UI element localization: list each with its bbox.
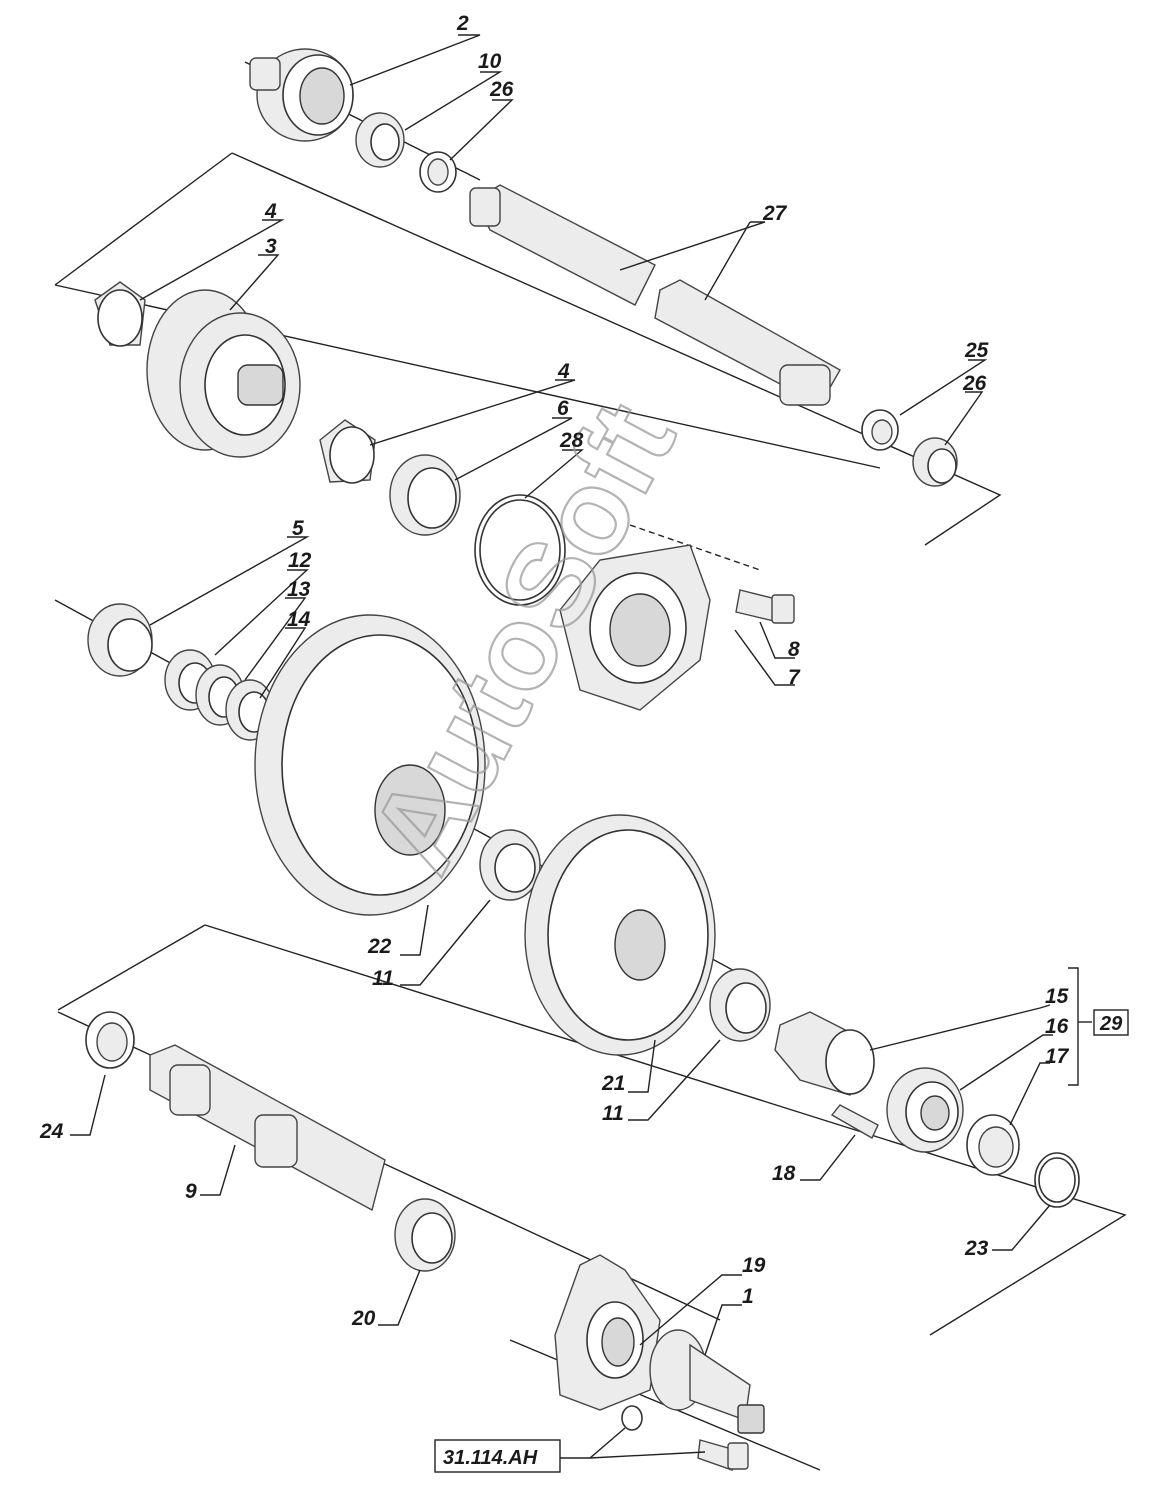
reference-external-text: 31.114.AH: [443, 1447, 538, 1469]
label-1: 1: [742, 1285, 754, 1308]
part-1-shaft-stub: [649, 1329, 765, 1434]
part-10-washer: [355, 112, 405, 168]
label-18: 18: [772, 1162, 796, 1185]
label-3: 3: [265, 235, 277, 258]
part-6-bush: [389, 454, 461, 536]
label-10: 10: [478, 50, 502, 73]
label-8: 8: [788, 638, 800, 661]
part-4-bevel-gear-center: [319, 419, 376, 484]
group-bracket-29: [1068, 967, 1092, 1086]
label-23: 23: [964, 1237, 989, 1260]
label-22: 22: [367, 935, 392, 958]
part-28-oring: [474, 494, 566, 606]
label-4b: 4: [557, 360, 570, 383]
hardware-bolt: [697, 1439, 749, 1471]
hardware-washer: [621, 1405, 643, 1431]
part-19-housing: [554, 1254, 661, 1411]
part-18-pin: [830, 1104, 879, 1139]
part-22-large-gear: [254, 614, 486, 916]
label-6: 6: [557, 397, 569, 420]
label-11b: 11: [602, 1102, 624, 1125]
part-9-splined-shaft: [149, 1044, 386, 1212]
label-24: 24: [39, 1120, 64, 1143]
part-17-circlip: [966, 1114, 1020, 1176]
part-11-bush-lower: [709, 968, 771, 1042]
reference-29-text: 29: [1099, 1013, 1123, 1035]
label-13: 13: [287, 578, 311, 601]
part-26-bush-right: [912, 437, 958, 487]
part-24-circlip: [85, 1011, 135, 1069]
part-21-medium-gear: [524, 814, 716, 1056]
part-5-needle-bearing: [87, 603, 153, 677]
label-20: 20: [351, 1307, 376, 1330]
label-9: 9: [185, 1180, 197, 1203]
part-8-bolt: [735, 589, 795, 624]
label-25: 25: [964, 339, 989, 362]
reference-box-29: 29: [1093, 1009, 1129, 1036]
label-28: 28: [559, 429, 584, 452]
part-2-splined-gear: [249, 48, 354, 142]
label-16: 16: [1045, 1015, 1069, 1038]
label-15: 15: [1045, 985, 1069, 1008]
reference-box-external: 31.114.AH: [434, 1439, 561, 1473]
label-26b: 26: [962, 372, 987, 395]
part-15-roller-bearing: [774, 1011, 875, 1096]
part-20-bush: [394, 1198, 456, 1272]
part-7-flange-cover: [559, 544, 711, 711]
label-21: 21: [601, 1072, 625, 1095]
part-16-ball-bearing: [886, 1067, 964, 1153]
label-12: 12: [288, 549, 312, 572]
part-4-bevel-gear-left: [94, 281, 146, 347]
part-3-double-gear: [146, 289, 301, 458]
part-23-snap-ring: [1034, 1152, 1080, 1208]
part-labels: 2 10 26 27 4 3 25 26 4 6 28 5 12 13 14 8…: [39, 12, 1070, 1330]
part-27-shaft: [469, 184, 841, 406]
label-7: 7: [788, 666, 801, 689]
label-17: 17: [1045, 1045, 1070, 1068]
label-26a: 26: [489, 78, 514, 101]
group-outline-lower: [57, 924, 1127, 1336]
label-14: 14: [287, 608, 311, 631]
leader-lines: [70, 34, 1053, 1459]
label-5: 5: [292, 517, 304, 540]
group-outline-upper: [54, 152, 1002, 546]
label-11a: 11: [372, 967, 394, 990]
label-4a: 4: [264, 200, 277, 223]
label-2: 2: [456, 12, 469, 35]
part-11-bush-upper: [479, 829, 541, 901]
part-25-circlip: [861, 409, 899, 451]
label-27: 27: [762, 202, 788, 225]
label-19: 19: [742, 1254, 766, 1277]
part-26-circlip-top: [419, 151, 457, 193]
